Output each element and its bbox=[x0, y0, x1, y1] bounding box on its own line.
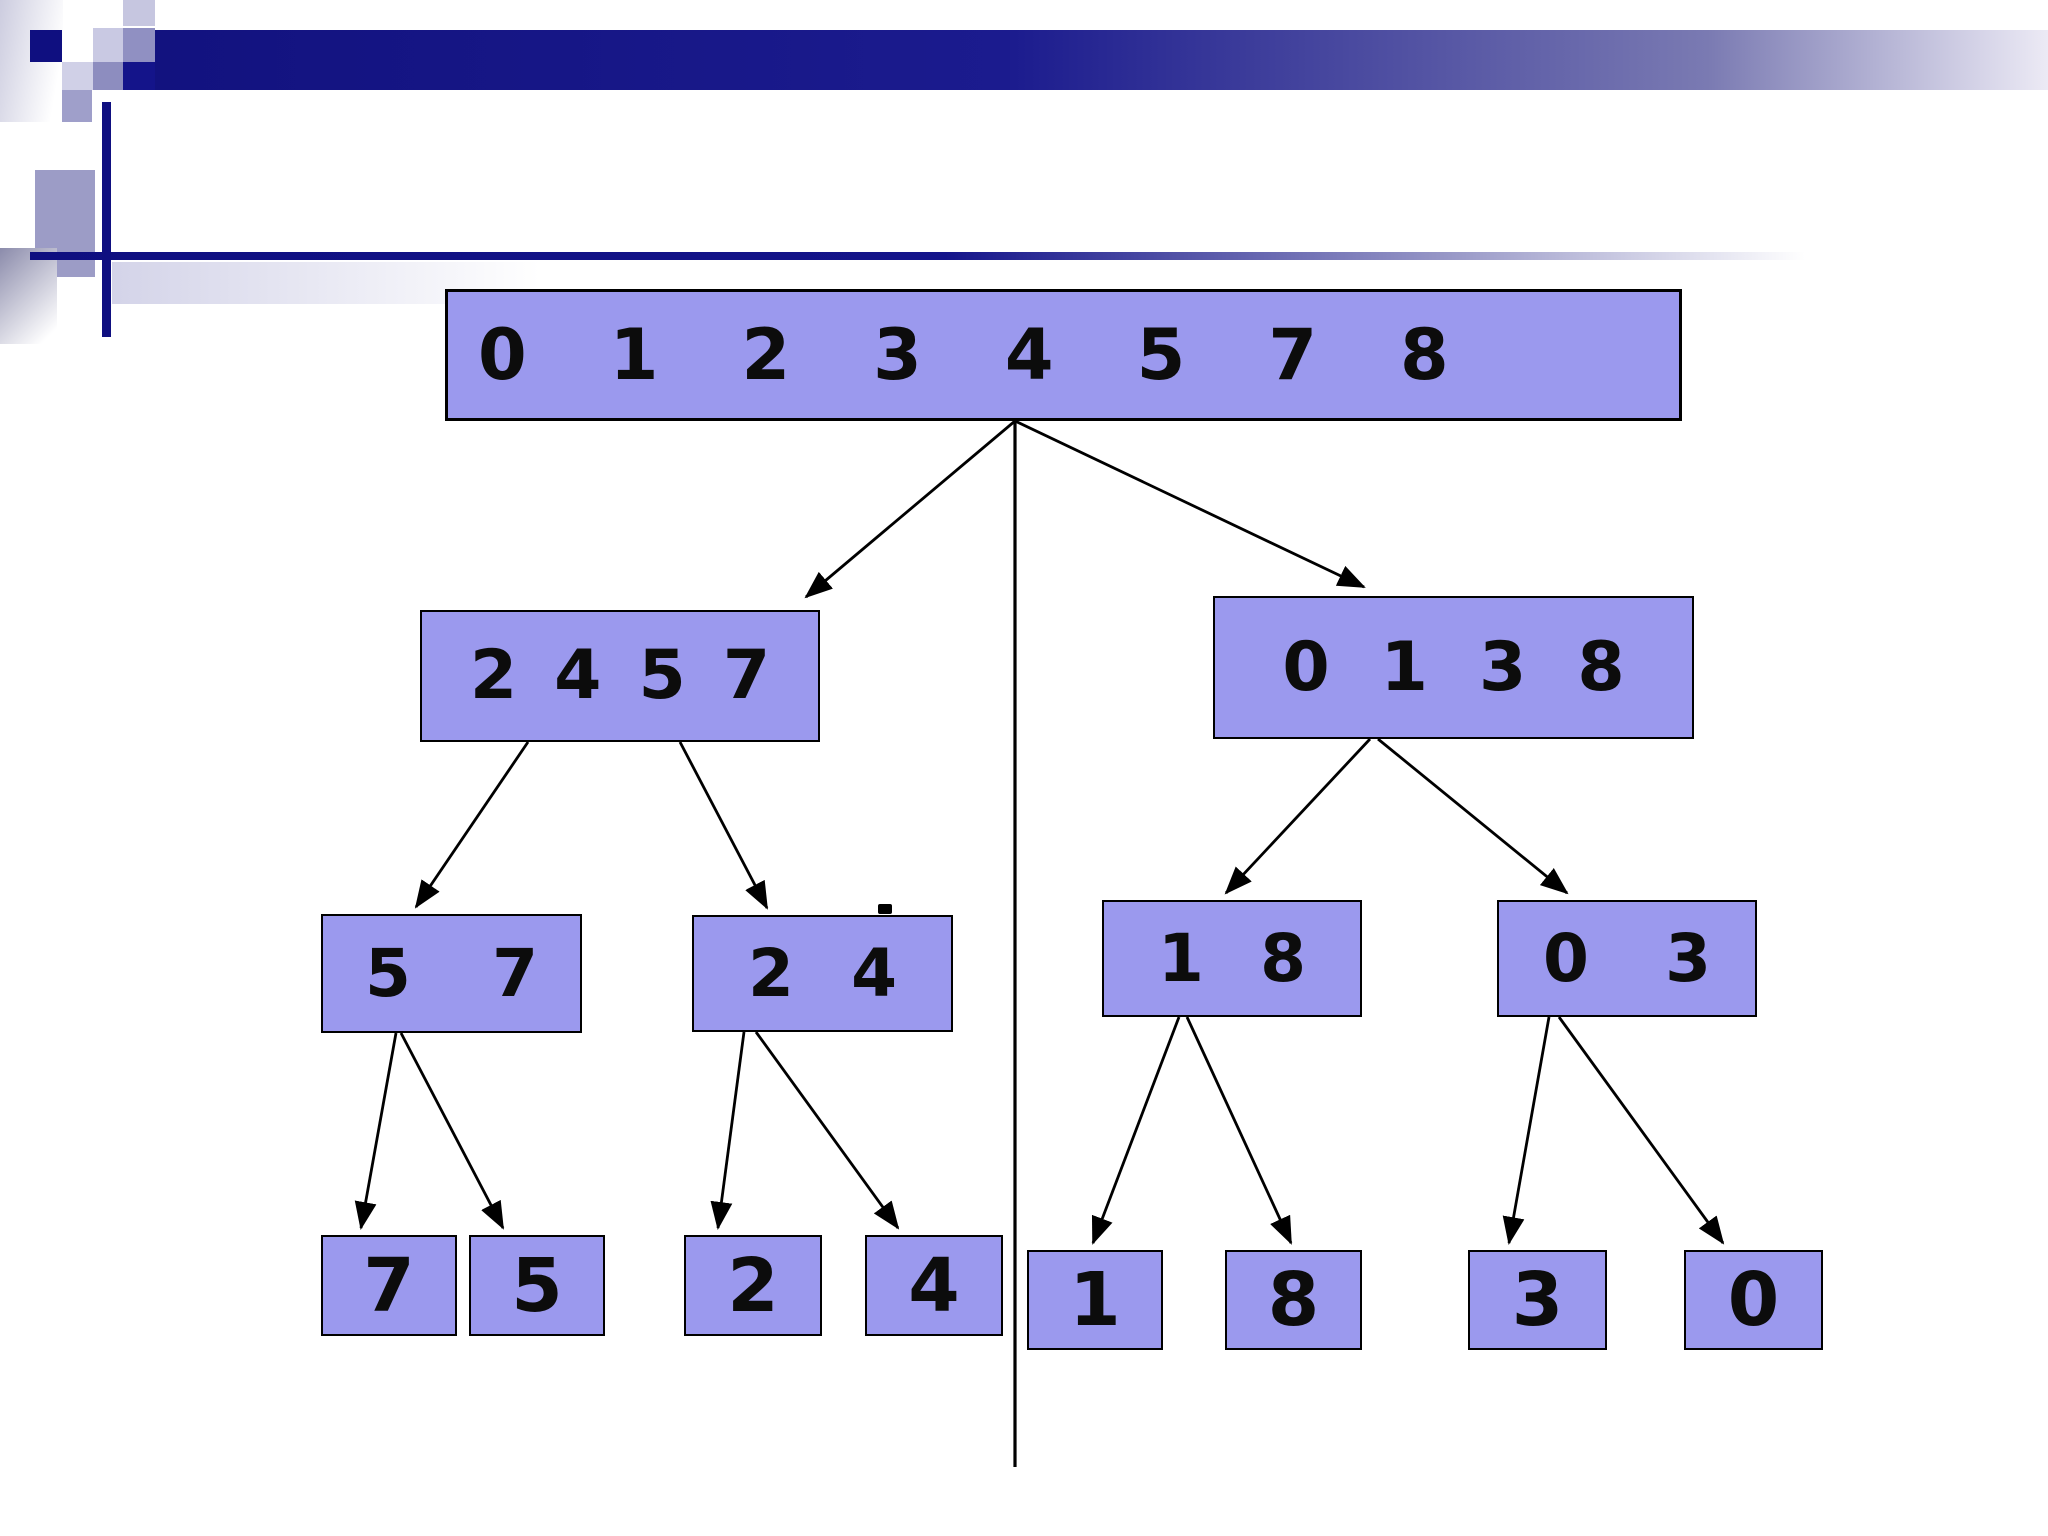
digit: 8 bbox=[1577, 627, 1625, 707]
digit: 1 bbox=[1158, 919, 1204, 997]
edge-03-to-0 bbox=[1557, 1016, 1725, 1245]
stray-tick-mark bbox=[878, 904, 892, 914]
edge-57-to-7 bbox=[354, 1032, 398, 1230]
edge-57-to-5 bbox=[399, 1032, 505, 1230]
digit: 8 bbox=[1267, 1257, 1320, 1343]
node-leaf-0: 7 bbox=[321, 1235, 457, 1336]
decor-square bbox=[62, 62, 93, 90]
digit: 3 bbox=[1479, 627, 1527, 707]
edge-l1r-to-18 bbox=[1224, 738, 1372, 895]
digit: 0 bbox=[1282, 627, 1330, 707]
digit: 0 bbox=[478, 314, 527, 396]
decor-square bbox=[62, 90, 92, 122]
digit: 5 bbox=[638, 636, 686, 715]
digit: 7 bbox=[363, 1242, 415, 1329]
decor-navy-square bbox=[30, 30, 62, 62]
digit: 2 bbox=[469, 636, 518, 715]
node-leaf-3: 4 bbox=[865, 1235, 1003, 1336]
node-leaf-1: 5 bbox=[469, 1235, 605, 1336]
digit: 3 bbox=[873, 314, 922, 396]
digit: 3 bbox=[1511, 1257, 1564, 1343]
digit: 7 bbox=[1268, 314, 1318, 396]
digit: 7 bbox=[492, 934, 538, 1012]
vertical-rule bbox=[102, 102, 111, 337]
node-level2-2: 1 8 bbox=[1102, 900, 1362, 1017]
decor-gray-rect bbox=[0, 248, 57, 344]
digit: 3 bbox=[1665, 919, 1711, 997]
digit: 1 bbox=[609, 314, 659, 396]
node-leaf-6: 3 bbox=[1468, 1250, 1607, 1350]
decor-square bbox=[93, 28, 123, 62]
node-level2-3: 0 3 bbox=[1497, 900, 1757, 1017]
node-level1-left: 2 4 5 7 bbox=[420, 610, 820, 742]
digit: 4 bbox=[554, 636, 602, 715]
node-level1-right: 0 1 3 8 bbox=[1213, 596, 1694, 739]
digit: 5 bbox=[365, 934, 411, 1012]
decor-square bbox=[123, 0, 155, 26]
digit: 5 bbox=[511, 1242, 563, 1329]
node-level2-0: 5 7 bbox=[321, 914, 582, 1033]
horizontal-rule bbox=[30, 252, 1860, 260]
decor-navy-square bbox=[123, 62, 155, 90]
node-leaf-2: 2 bbox=[684, 1235, 822, 1336]
digit: 4 bbox=[1004, 314, 1054, 396]
node-level2-1: 2 4 bbox=[692, 915, 953, 1032]
edge-24-to-4 bbox=[754, 1031, 900, 1230]
decor-square bbox=[93, 62, 123, 90]
digit: 4 bbox=[908, 1242, 960, 1329]
edge-03-to-3 bbox=[1502, 1016, 1551, 1245]
digit: 1 bbox=[1380, 627, 1428, 707]
digit: 8 bbox=[1400, 314, 1449, 396]
decor-square bbox=[123, 28, 155, 62]
edge-l1r-to-03 bbox=[1377, 737, 1569, 895]
digit: 1 bbox=[1069, 1257, 1121, 1343]
digit: 8 bbox=[1260, 919, 1306, 997]
node-leaf-5: 8 bbox=[1225, 1250, 1362, 1350]
digit: 0 bbox=[1727, 1257, 1780, 1343]
edge-18-to-1 bbox=[1091, 1016, 1181, 1245]
edge-root-to-right bbox=[1014, 419, 1366, 589]
edge-24-to-2 bbox=[710, 1031, 746, 1230]
digit: 4 bbox=[851, 934, 897, 1012]
digit: 2 bbox=[727, 1242, 779, 1329]
node-root: 0 1 2 3 4 5 7 8 bbox=[445, 289, 1682, 421]
digit: 0 bbox=[1543, 919, 1589, 997]
node-leaf-7: 0 bbox=[1684, 1250, 1823, 1350]
edge-l1l-to-24 bbox=[678, 741, 769, 910]
node-leaf-4: 1 bbox=[1027, 1250, 1163, 1350]
digit: 2 bbox=[741, 314, 791, 396]
digit: 7 bbox=[722, 636, 771, 715]
digit: 2 bbox=[748, 934, 794, 1012]
title-bar-gradient bbox=[155, 30, 2048, 90]
digit: 5 bbox=[1136, 314, 1186, 396]
edge-root-to-left bbox=[804, 419, 1016, 599]
edge-l1l-to-57 bbox=[414, 741, 530, 909]
edge-18-to-8 bbox=[1185, 1016, 1293, 1245]
